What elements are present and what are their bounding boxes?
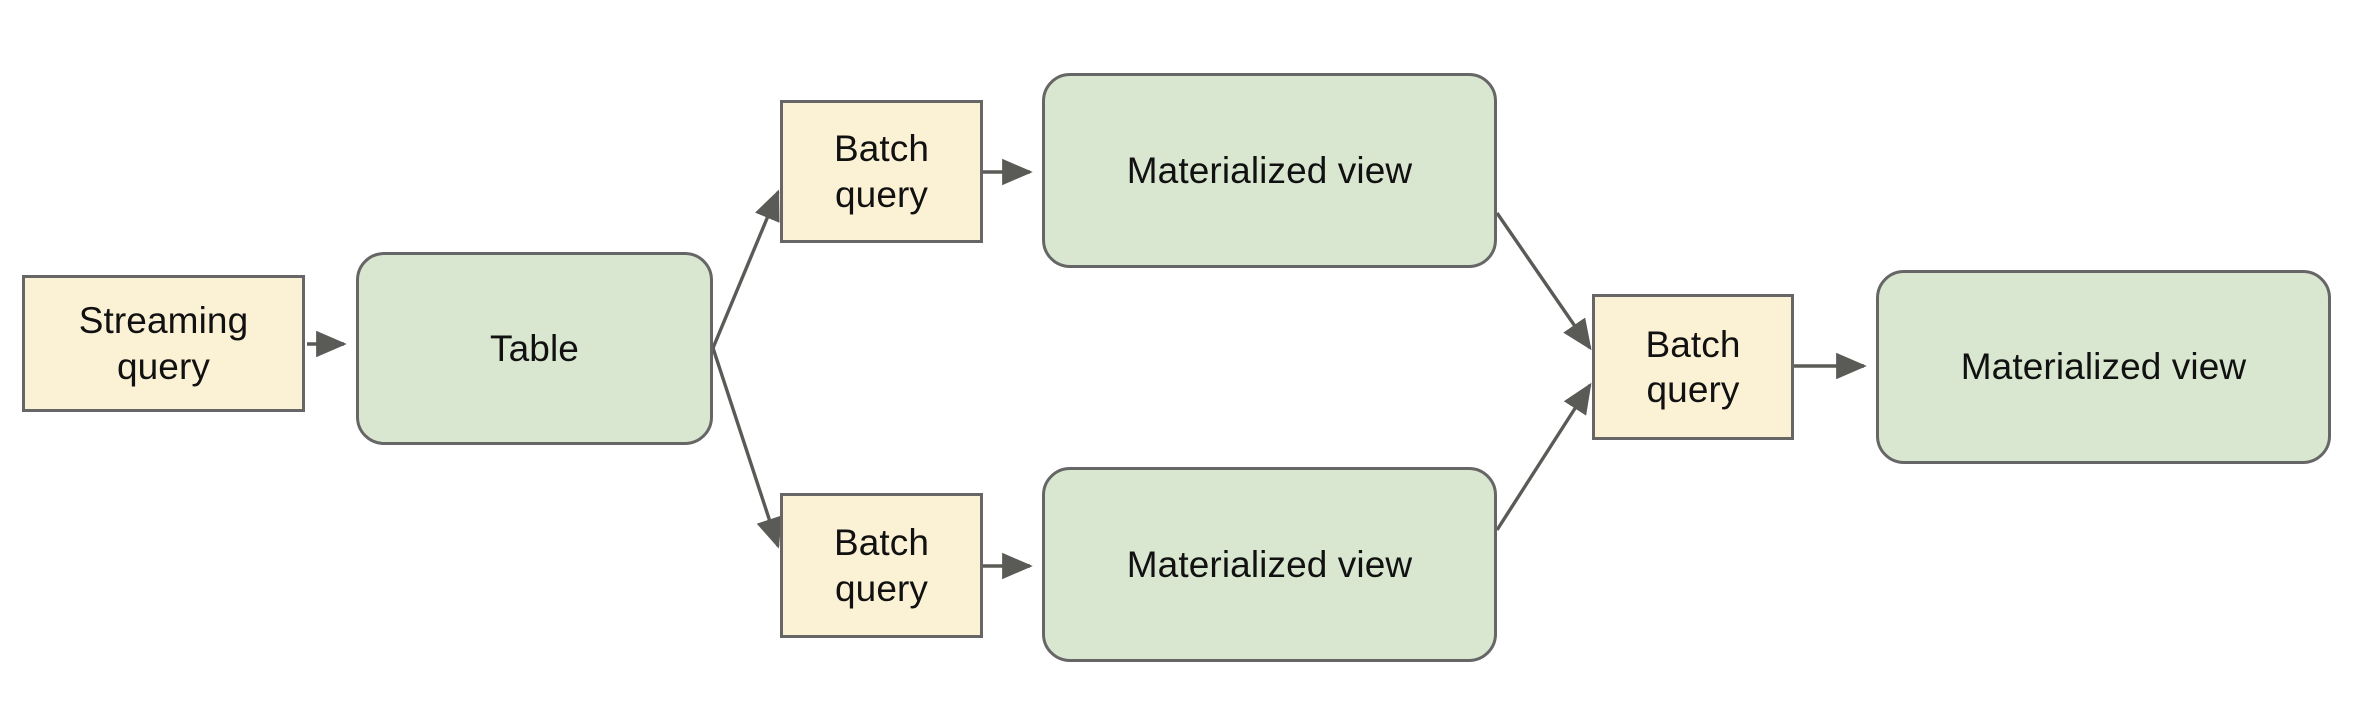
node-batch-query-bottom[interactable]: Batch query xyxy=(780,493,983,638)
node-materialized-view-bottom[interactable]: Materialized view xyxy=(1042,467,1497,662)
node-table[interactable]: Table xyxy=(356,252,713,445)
edge-materialized-view-top-to-batch-query-center xyxy=(1495,212,1592,351)
node-batch-query-bottom-label: Batch query xyxy=(833,522,930,609)
edge-materialized-view-bottom-to-batch-query-center xyxy=(1495,382,1592,531)
node-materialized-view-top-label: Materialized view xyxy=(1126,149,1413,191)
node-batch-query-center[interactable]: Batch query xyxy=(1592,294,1794,440)
edge-table-to-batch-query-bottom xyxy=(711,347,782,549)
node-batch-query-center-label: Batch query xyxy=(1645,323,1741,410)
node-materialized-view-top[interactable]: Materialized view xyxy=(1042,73,1497,268)
node-streaming-query[interactable]: Streaming query xyxy=(22,275,305,412)
edge-table-to-batch-query-top xyxy=(711,189,780,349)
node-materialized-view-bottom-label: Materialized view xyxy=(1126,543,1413,585)
node-batch-query-top-label: Batch query xyxy=(833,128,930,215)
node-streaming-query-label: Streaming query xyxy=(78,300,249,387)
node-materialized-view-right[interactable]: Materialized view xyxy=(1876,270,2331,464)
node-table-label: Table xyxy=(490,327,579,369)
node-materialized-view-right-label: Materialized view xyxy=(1960,346,2247,388)
node-batch-query-top[interactable]: Batch query xyxy=(780,100,983,243)
